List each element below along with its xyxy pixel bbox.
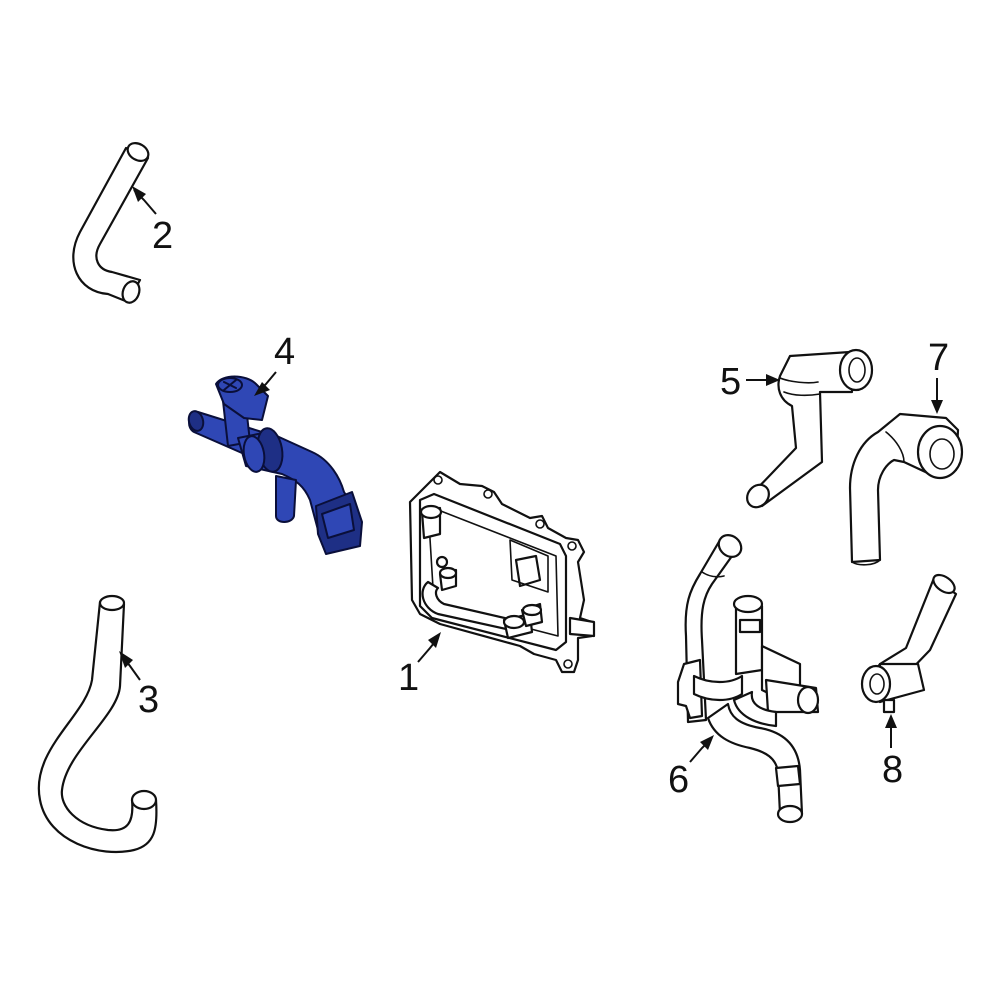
part-7-elbow-hose[interactable]	[848, 412, 964, 566]
callout-3: 3	[138, 679, 159, 721]
part-8-hose-clip[interactable]	[860, 571, 958, 714]
part-4-water-outlet[interactable]	[187, 375, 363, 555]
part-3-hose[interactable]	[37, 594, 158, 854]
callout-5: 5	[720, 361, 741, 403]
callout-8: 8	[882, 749, 903, 791]
part-2-hose[interactable]	[72, 140, 151, 306]
callout-7: 7	[928, 337, 949, 379]
part-6-water-pipe[interactable]	[676, 531, 820, 824]
callout-1: 1	[398, 657, 419, 699]
callout-labels: 2 3 4 1 5 7 6 8	[138, 215, 949, 801]
part-5-hose[interactable]	[743, 348, 874, 512]
part-1-oil-cooler[interactable]	[408, 470, 596, 674]
callout-6: 6	[668, 759, 689, 801]
leader-lines	[119, 186, 943, 763]
callout-2: 2	[152, 215, 173, 257]
callout-4: 4	[274, 331, 295, 373]
